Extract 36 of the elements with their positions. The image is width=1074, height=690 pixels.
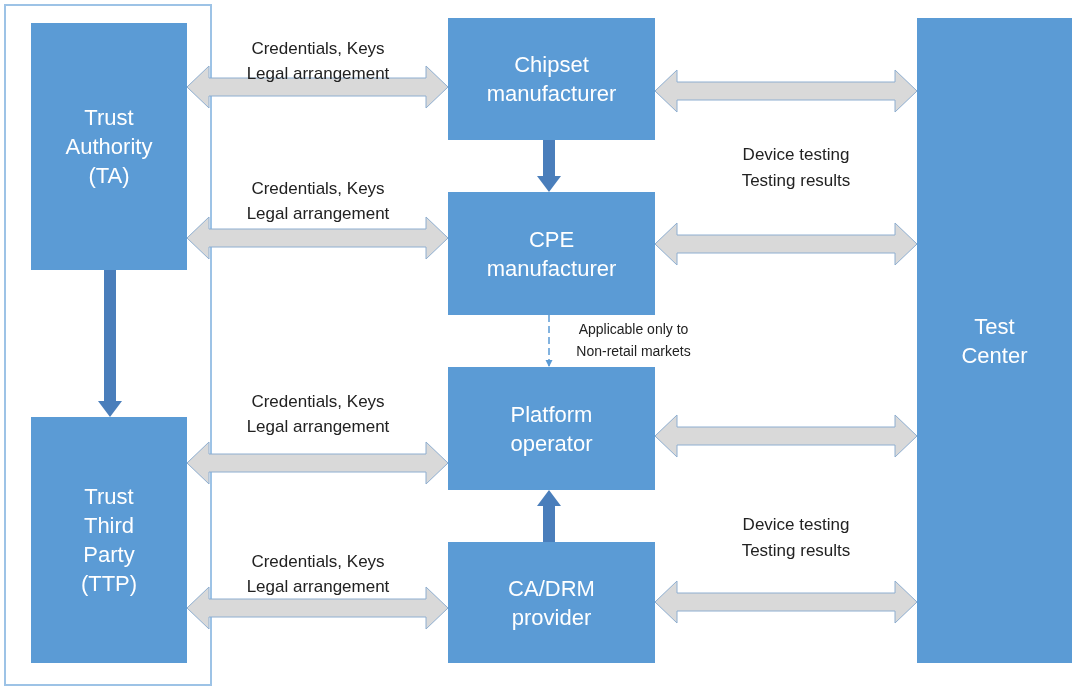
- double-arrow: [186, 65, 449, 109]
- node-label: Chipset manufacturer: [485, 51, 618, 108]
- note-text: Device testing: [741, 514, 851, 536]
- node-label: Trust Authority (TA): [64, 104, 154, 190]
- edge-label: Credentials, Keys Legal arrangement: [245, 391, 391, 438]
- process-box: [448, 367, 655, 490]
- double-arrow: [654, 414, 918, 458]
- double-arrow: [654, 69, 918, 113]
- edge-label: Credentials, Keys Legal arrangement: [245, 551, 391, 598]
- double-arrow: [654, 222, 918, 266]
- double-arrow: [654, 580, 918, 624]
- edge-label: Applicable only to Non-retail markets: [575, 320, 692, 361]
- process-box: [448, 192, 655, 315]
- note-text: Device testing: [741, 144, 851, 166]
- node-label: Trust Third Party (TTP): [79, 483, 139, 598]
- node-label: CPE manufacturer: [485, 225, 618, 283]
- block-arrow: [537, 490, 561, 542]
- dashed-arrow: [545, 314, 553, 368]
- note-text: Testing results: [740, 540, 852, 562]
- double-arrow: [186, 586, 449, 630]
- edge-label: Credentials, Keys Legal arrangement: [245, 38, 391, 85]
- block-arrow: [537, 140, 561, 192]
- node-label: Platform operator: [509, 400, 594, 458]
- block-arrow: [98, 270, 122, 417]
- node-label: Test Center: [960, 312, 1029, 370]
- double-arrow: [186, 216, 449, 260]
- process-box: [917, 18, 1072, 663]
- double-arrow: [186, 441, 449, 485]
- process-box: [448, 18, 655, 140]
- process-box: [448, 542, 655, 663]
- process-box: [31, 417, 187, 663]
- process-box: [31, 23, 187, 270]
- edge-label: Credentials, Keys Legal arrangement: [245, 178, 391, 225]
- node-label: CA/DRM provider: [507, 574, 596, 632]
- group-outline: [4, 4, 212, 686]
- note-text: Testing results: [740, 170, 852, 192]
